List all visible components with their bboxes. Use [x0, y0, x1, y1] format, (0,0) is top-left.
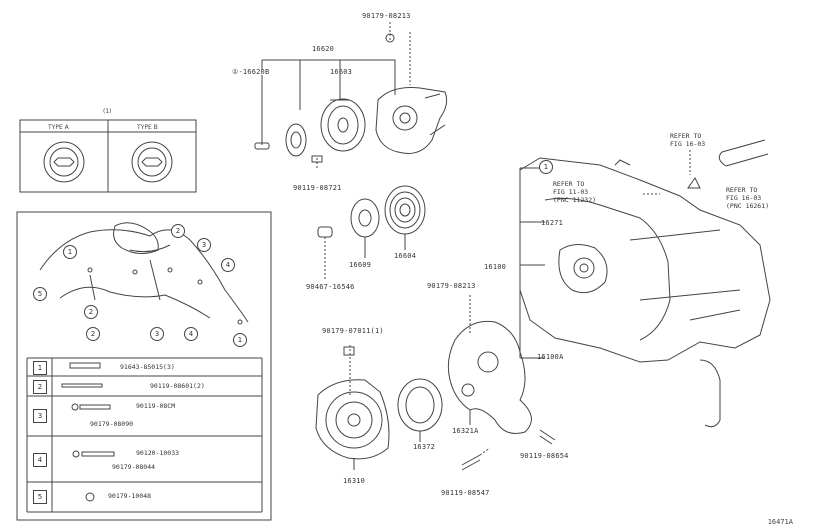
- harness-callout-2: 2: [171, 224, 185, 238]
- harness-callout-4: 4: [221, 258, 235, 272]
- legend-num-5: 5: [33, 490, 47, 504]
- harness-callout-1: 1: [63, 245, 77, 259]
- legend-num-1: 1: [33, 361, 47, 375]
- callout-16620b: ①-16620B: [232, 68, 270, 76]
- harness-callout-3: 3: [197, 238, 211, 252]
- type-b-label: TYPE B: [137, 124, 158, 131]
- legend-num-4: 4: [33, 453, 47, 467]
- harness-callout-7: 3: [150, 327, 164, 341]
- type-box-header: (1): [103, 108, 112, 115]
- refer-note-fig-16-03-right: REFER TO FIG 16-03 (PNC 16261): [726, 186, 770, 210]
- harness-callout-5: 5: [33, 287, 47, 301]
- legend-part-3a: 90119-08CM: [136, 402, 176, 410]
- callout-circle-1-top: 1: [539, 160, 553, 174]
- legend-part-3b: 90179-08090: [90, 420, 134, 428]
- legend-num-2: 2: [33, 380, 47, 394]
- legend-part-2: 90119-08601(2): [150, 382, 205, 390]
- legend-part-1: 91643-85015(3): [120, 363, 175, 371]
- callout-16372: 16372: [413, 443, 436, 451]
- callout-16321a: 16321A: [452, 427, 479, 435]
- legend-num-3: 3: [33, 409, 47, 423]
- refer-note-fig-11-03: REFER TO FIG 11-03 (PNC 11232): [553, 180, 597, 204]
- callout-16609: 16609: [349, 261, 372, 269]
- harness-callout-6: 2: [84, 305, 98, 319]
- callout-16271: 16271: [541, 219, 564, 227]
- callout-90179-07011: 90179-07011(1): [322, 327, 384, 335]
- legend-part-5: 90179-10048: [108, 492, 152, 500]
- callout-90119-08721: 90119-08721: [293, 184, 342, 192]
- harness-callout-10: 2: [86, 327, 100, 341]
- callout-16100a: 16100A: [537, 353, 564, 361]
- callout-16604: 16604: [394, 252, 417, 260]
- legend-part-4a: 90120-10033: [136, 449, 180, 457]
- callout-16603: 16603: [330, 68, 353, 76]
- callout-16100: 16100: [484, 263, 507, 271]
- type-a-label: TYPE A: [48, 124, 69, 131]
- callout-90119-08654: 90119-08654: [520, 452, 569, 460]
- callout-16620: 16620: [312, 45, 335, 53]
- callout-90119-08547: 90119-08547: [441, 489, 490, 497]
- refer-note-fig-16-03-top: REFER TO FIG 16-03: [670, 132, 706, 148]
- harness-callout-9: 1: [233, 333, 247, 347]
- callout-16310: 16310: [343, 477, 366, 485]
- callout-90179-08213-mid: 90179-08213: [427, 282, 476, 290]
- callout-90179-08213-top: 90179-08213: [362, 12, 411, 20]
- harness-callout-8: 4: [184, 327, 198, 341]
- legend-part-4b: 90179-08044: [112, 463, 156, 471]
- callout-90467-16546: 90467-16546: [306, 283, 355, 291]
- figure-code: 16471A: [767, 518, 793, 526]
